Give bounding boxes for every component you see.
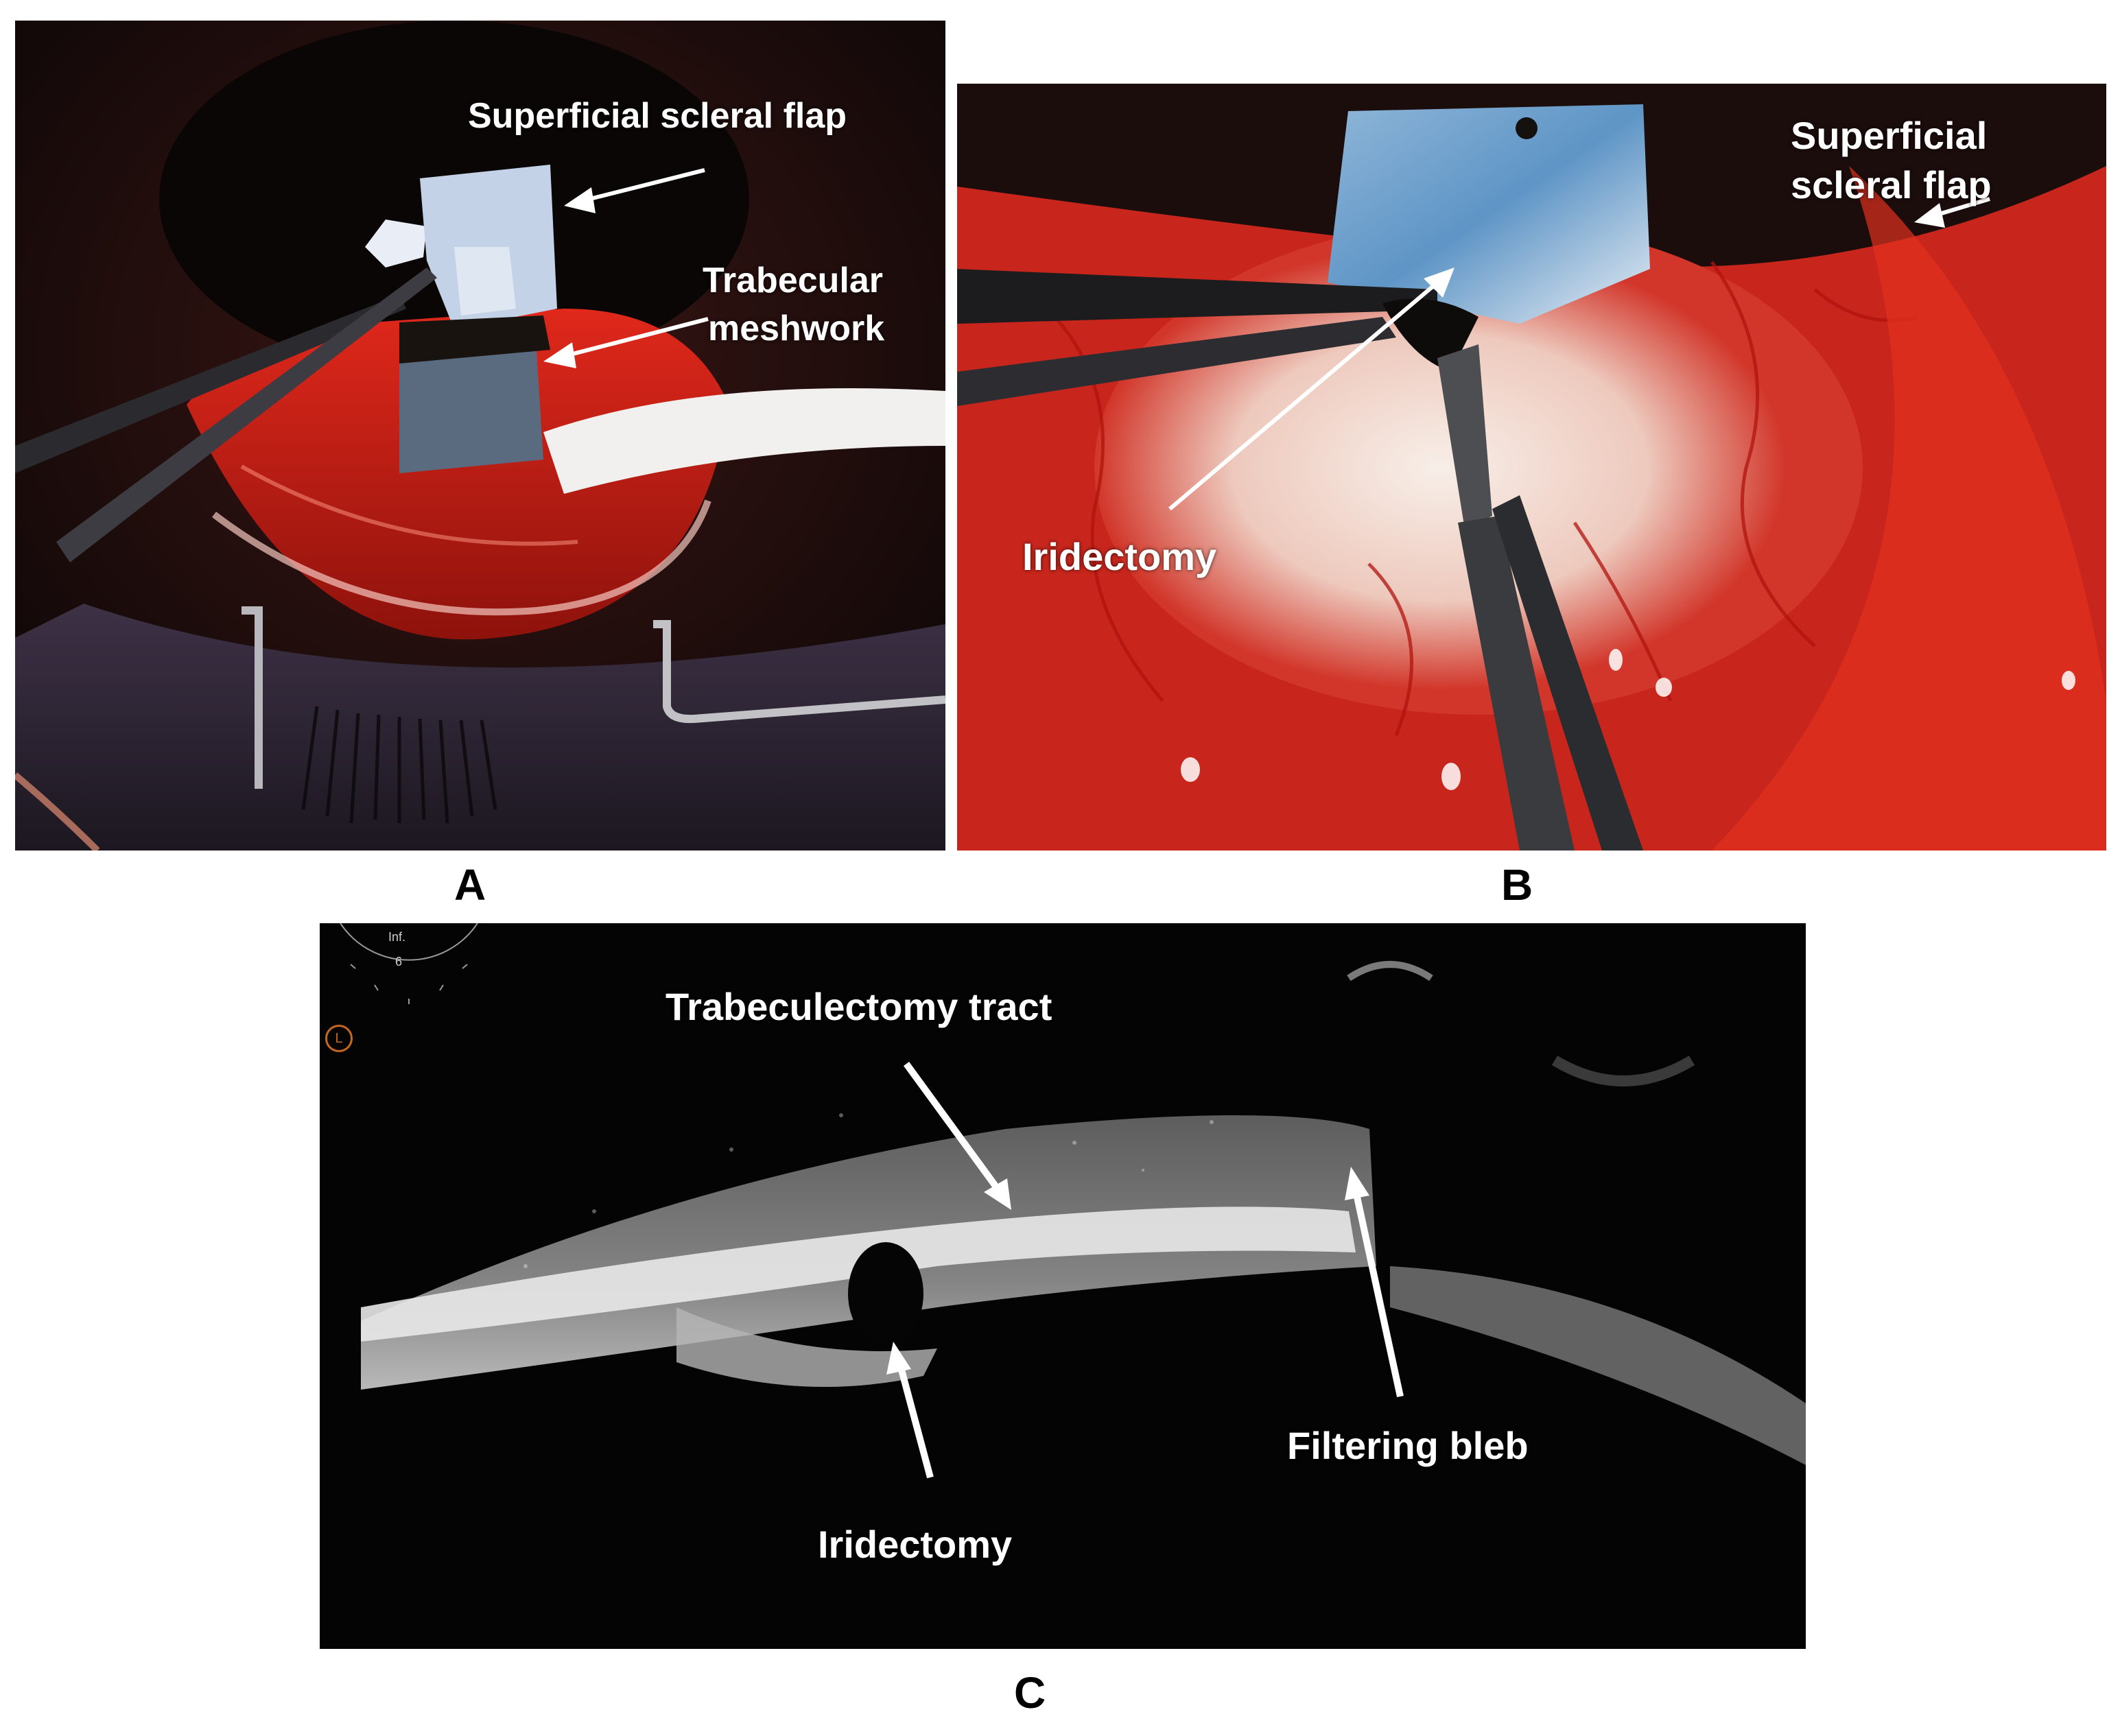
label-superficial-scleral-flap: Superficial scleral flap [468, 96, 847, 136]
panel-a-surgical-photo: Superficial scleral flap Trabecular mesh… [15, 21, 945, 851]
label-trabecular-line1: Trabecular [703, 261, 884, 300]
label-filtering-bleb: Filtering bleb [1287, 1424, 1529, 1467]
panel-b-surgical-photo: Superficial scleral flap Iridectomy [957, 84, 2106, 851]
label-iridectomy-b: Iridectomy [1022, 535, 1217, 578]
label-trabeculectomy-tract: Trabeculectomy tract [666, 985, 1052, 1028]
orientation-value: 6 [395, 955, 403, 968]
label-trabecular-line2: meshwork [708, 309, 885, 348]
panel-c-illustration [320, 923, 1806, 1649]
label-superficial-line1: Superficial [1791, 114, 1988, 157]
orientation-text: Inf. [388, 930, 406, 944]
eye-side-badge: L [325, 1025, 353, 1052]
panel-c-ultrasound: Inf. 6 L Trabeculectomy tract Filtering … [320, 923, 1806, 1649]
panel-letter-a: A [454, 860, 486, 909]
panel-a-illustration [15, 21, 945, 851]
panel-b-illustration [957, 84, 2106, 851]
label-scleral-flap-line2: scleral flap [1791, 163, 1992, 206]
label-iridectomy-c: Iridectomy [818, 1523, 1013, 1566]
panel-letter-c: C [1014, 1668, 1046, 1717]
panel-letter-b: B [1501, 860, 1533, 909]
